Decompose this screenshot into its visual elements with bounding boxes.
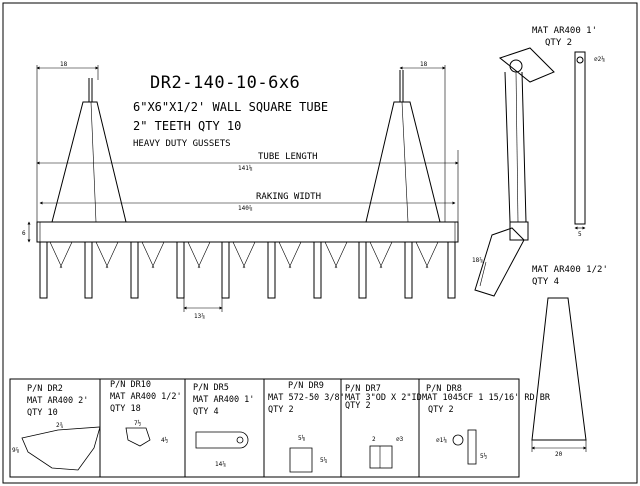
plate-qty: QTY 4 [532, 277, 559, 287]
svg-text:14⅞: 14⅞ [215, 461, 226, 468]
svg-text:5½: 5½ [480, 453, 488, 460]
svg-text:5⅛: 5⅛ [298, 435, 306, 442]
tube-length-label: TUBE LENGTH [258, 152, 318, 162]
svg-text:P/N DR10: P/N DR10 [110, 380, 151, 390]
rod-width: 5 [578, 231, 582, 238]
drawing-subtitle-2: 2" TEETH QTY 10 [133, 119, 241, 133]
teeth-row [39, 241, 456, 299]
rod-view [574, 51, 586, 230]
drawing-subtitle-3: HEAVY DUTY GUSSETS [133, 139, 231, 149]
part-cell-dr8: P/N DR8 MAT 1045CF 1 15/16' RD BR QTY 2 … [422, 384, 551, 465]
gusset-width-left: 18 [60, 61, 68, 68]
rod-diameter: ⌀2⅛ [594, 56, 605, 63]
svg-text:⌀3: ⌀3 [396, 436, 404, 443]
raking-width-label: RAKING WIDTH [256, 192, 321, 202]
drawing-title: DR2-140-10-6x6 [150, 73, 300, 93]
part-cell-dr7: P/N DR7 MAT 3"OD X 2"ID QTY 2 2 ⌀3 [345, 384, 422, 469]
tooth-spacing: 13⅞ [194, 313, 205, 320]
svg-text:4½: 4½ [161, 437, 169, 444]
svg-text:MAT AR400 2': MAT AR400 2' [27, 396, 88, 406]
svg-text:QTY 4: QTY 4 [193, 407, 219, 417]
gusset-width-right: 18 [420, 61, 428, 68]
svg-text:QTY 2: QTY 2 [345, 401, 371, 411]
part-cell-dr2: P/N DR2 MAT AR400 2' QTY 10 2¾ 9⅞ [12, 384, 101, 471]
tube-height: 6 [22, 230, 26, 237]
arm-qty: QTY 2 [545, 38, 572, 48]
svg-text:9⅞: 9⅞ [12, 447, 20, 454]
svg-text:⌀1⅛: ⌀1⅛ [436, 437, 447, 444]
svg-text:2¾: 2¾ [56, 422, 64, 429]
drawing-subtitle-1: 6"X6"X1/2' WALL SQUARE TUBE [133, 100, 328, 114]
tube-length-value: 141⅛ [238, 165, 253, 172]
arm-length: 18⅞ [472, 257, 483, 264]
part-cell-dr5: P/N DR5 MAT AR400 1' QTY 4 14⅞ [193, 383, 254, 468]
svg-text:2: 2 [372, 436, 376, 443]
raking-width-value: 140⅞ [238, 205, 253, 212]
plate-material: MAT AR400 1/2' [532, 265, 608, 275]
svg-text:P/N DR5: P/N DR5 [193, 383, 229, 393]
svg-text:QTY 2: QTY 2 [268, 405, 294, 415]
svg-text:P/N DR8: P/N DR8 [426, 384, 462, 394]
svg-text:MAT AR400 1': MAT AR400 1' [193, 395, 254, 405]
svg-text:MAT 3"OD X 2"ID: MAT 3"OD X 2"ID [345, 393, 422, 403]
parts-table [9, 378, 520, 478]
part-cell-dr10: P/N DR10 MAT AR400 1/2' QTY 18 7½ 4½ [110, 380, 182, 447]
svg-text:QTY 2: QTY 2 [428, 405, 454, 415]
svg-text:MAT 572-50 3/8': MAT 572-50 3/8' [268, 393, 345, 403]
svg-text:QTY 18: QTY 18 [110, 404, 141, 414]
plate-view [531, 297, 587, 452]
arm-side-view [474, 47, 555, 297]
svg-text:MAT 1045CF 1 15/16' RD BR: MAT 1045CF 1 15/16' RD BR [422, 393, 551, 403]
svg-text:P/N DR2: P/N DR2 [27, 384, 63, 394]
arm-material: MAT AR400 1' [532, 26, 597, 36]
svg-text:5¼: 5¼ [320, 457, 328, 464]
svg-text:QTY 10: QTY 10 [27, 408, 58, 418]
plate-width: 20 [555, 451, 563, 458]
square-tube [36, 221, 459, 243]
svg-text:P/N DR9: P/N DR9 [288, 381, 324, 391]
rake-front-view [27, 65, 459, 312]
left-gusset [51, 101, 127, 223]
svg-text:7½: 7½ [134, 420, 142, 427]
svg-text:P/N DR7: P/N DR7 [345, 384, 381, 394]
part-cell-dr9: P/N DR9 MAT 572-50 3/8' QTY 2 5⅛ 5¼ [268, 381, 345, 473]
svg-text:MAT AR400 1/2': MAT AR400 1/2' [110, 392, 182, 402]
